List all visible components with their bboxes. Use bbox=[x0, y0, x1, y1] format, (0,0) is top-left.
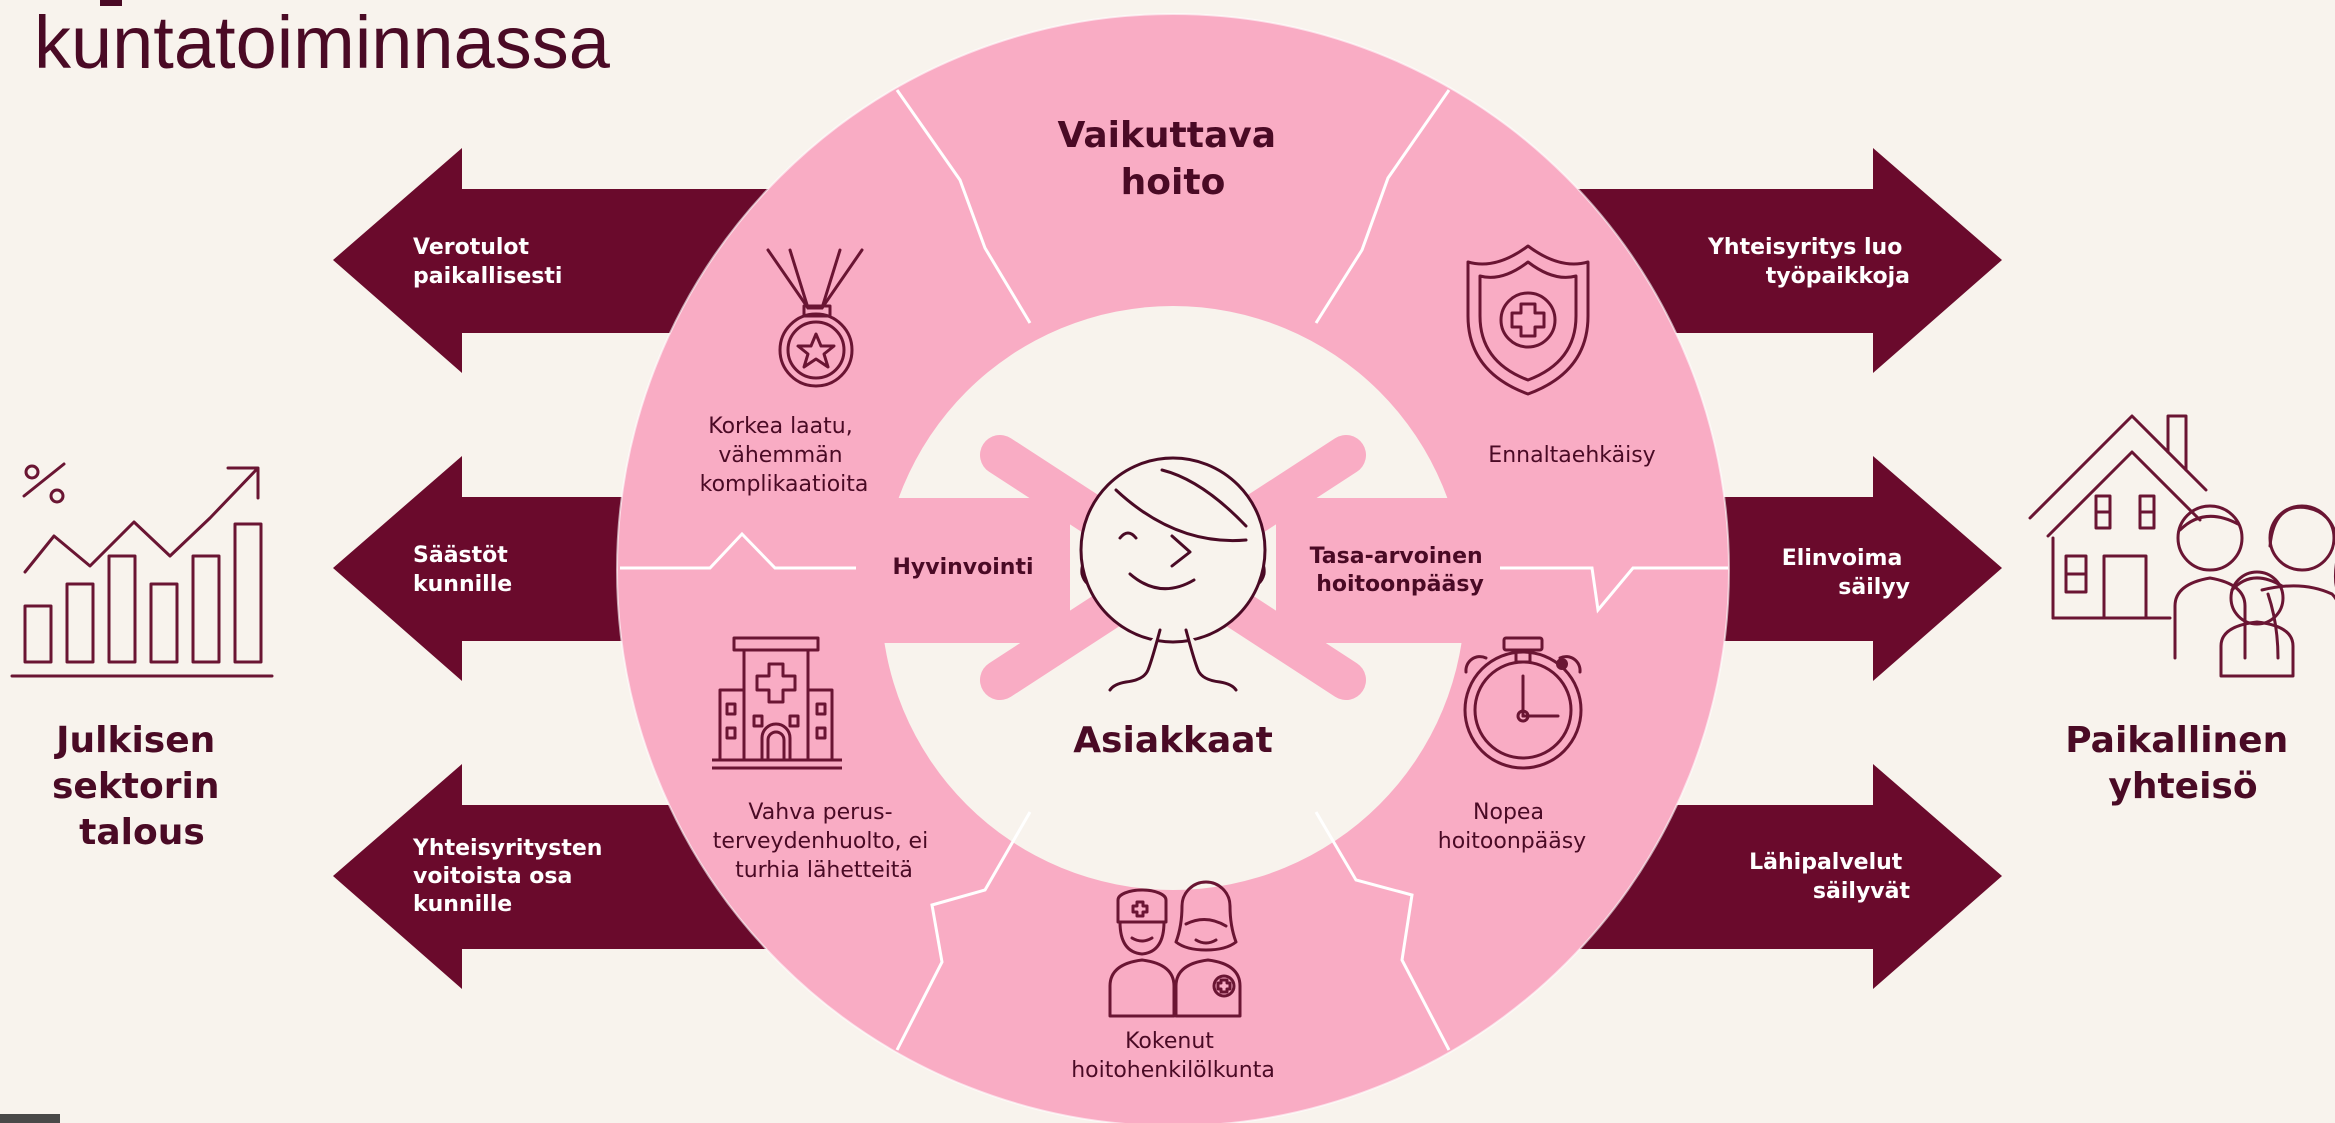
wheel: Vaikuttava hoito Korkea laatu, vähemmän … bbox=[616, 13, 1730, 1123]
segment-label: Vahva perus- terveydenhuolto, ei turhia … bbox=[713, 800, 935, 883]
arrow-shape bbox=[1565, 764, 2002, 989]
left-arrow-3: Yhteisyritysten voitoista osa kunnille bbox=[333, 764, 770, 989]
segment-separators bbox=[620, 89, 1728, 1051]
arrow-shape bbox=[333, 148, 770, 373]
segment-label: Nopea hoitoonpääsy bbox=[1438, 800, 1586, 854]
right-arrow-1: Yhteisyritys luo työpaikkoja bbox=[1565, 148, 2002, 373]
cross-bar-right bbox=[1276, 498, 1466, 643]
arrow-label: Säästöt kunnille bbox=[413, 543, 515, 597]
nurses-icon bbox=[1108, 880, 1242, 1018]
segment-label: Korkea laatu, vähemmän komplikaatioita bbox=[700, 414, 869, 497]
footer-overflow-glyph bbox=[0, 1114, 60, 1123]
arrow-shape bbox=[1675, 456, 2002, 681]
cross-bar-left bbox=[880, 498, 1070, 643]
house-family-icon bbox=[2028, 414, 2335, 678]
smiling-face-icon bbox=[1079, 456, 1267, 692]
wheel-outline bbox=[616, 13, 1730, 1123]
arrow-label: Verotulot paikallisesti bbox=[413, 235, 562, 289]
hospital-icon bbox=[712, 636, 842, 770]
page-title: kuntatoiminnassa bbox=[34, 1, 611, 84]
medal-icon bbox=[766, 248, 864, 388]
arrow-shape bbox=[333, 456, 660, 681]
arrow-label: Elinvoima säilyy bbox=[1782, 546, 1910, 600]
shield-cross-icon bbox=[1466, 244, 1590, 396]
stopwatch-icon bbox=[1463, 636, 1583, 770]
segment-label: Kokenut hoitohenkilölkunta bbox=[1071, 1029, 1275, 1083]
wheel-center-label: Asiakkaat bbox=[1073, 720, 1273, 761]
wheel-right-label: Tasa-arvoinen hoitoonpääsy bbox=[1310, 544, 1491, 597]
arrow-shape bbox=[333, 764, 770, 989]
wheel-top-label: Vaikuttava hoito bbox=[1057, 115, 1288, 203]
right-arrow-3: Lähipalvelut säilyvät bbox=[1565, 764, 2002, 989]
wheel-left-label: Hyvinvointi bbox=[892, 555, 1033, 580]
arrow-shape bbox=[1565, 148, 2002, 373]
right-group-label: Paikallinen yhteisö bbox=[2065, 720, 2301, 807]
arrow-label: Yhteisyritys luo työpaikkoja bbox=[1707, 235, 1910, 289]
title-overflow-glyph bbox=[100, 0, 122, 6]
left-arrow-2: Säästöt kunnille bbox=[333, 456, 660, 681]
segment-label: Ennaltaehkäisy bbox=[1488, 443, 1655, 468]
left-arrow-1: Verotulot paikallisesti bbox=[333, 148, 770, 373]
left-group-label: Julkisen sektorin talous bbox=[52, 720, 232, 853]
right-arrow-2: Elinvoima säilyy bbox=[1675, 456, 2002, 681]
chart-growth-icon bbox=[10, 462, 274, 678]
arrow-label: Yhteisyritysten voitoista osa kunnille bbox=[412, 836, 610, 917]
arrow-label: Lähipalvelut säilyvät bbox=[1749, 850, 1910, 904]
